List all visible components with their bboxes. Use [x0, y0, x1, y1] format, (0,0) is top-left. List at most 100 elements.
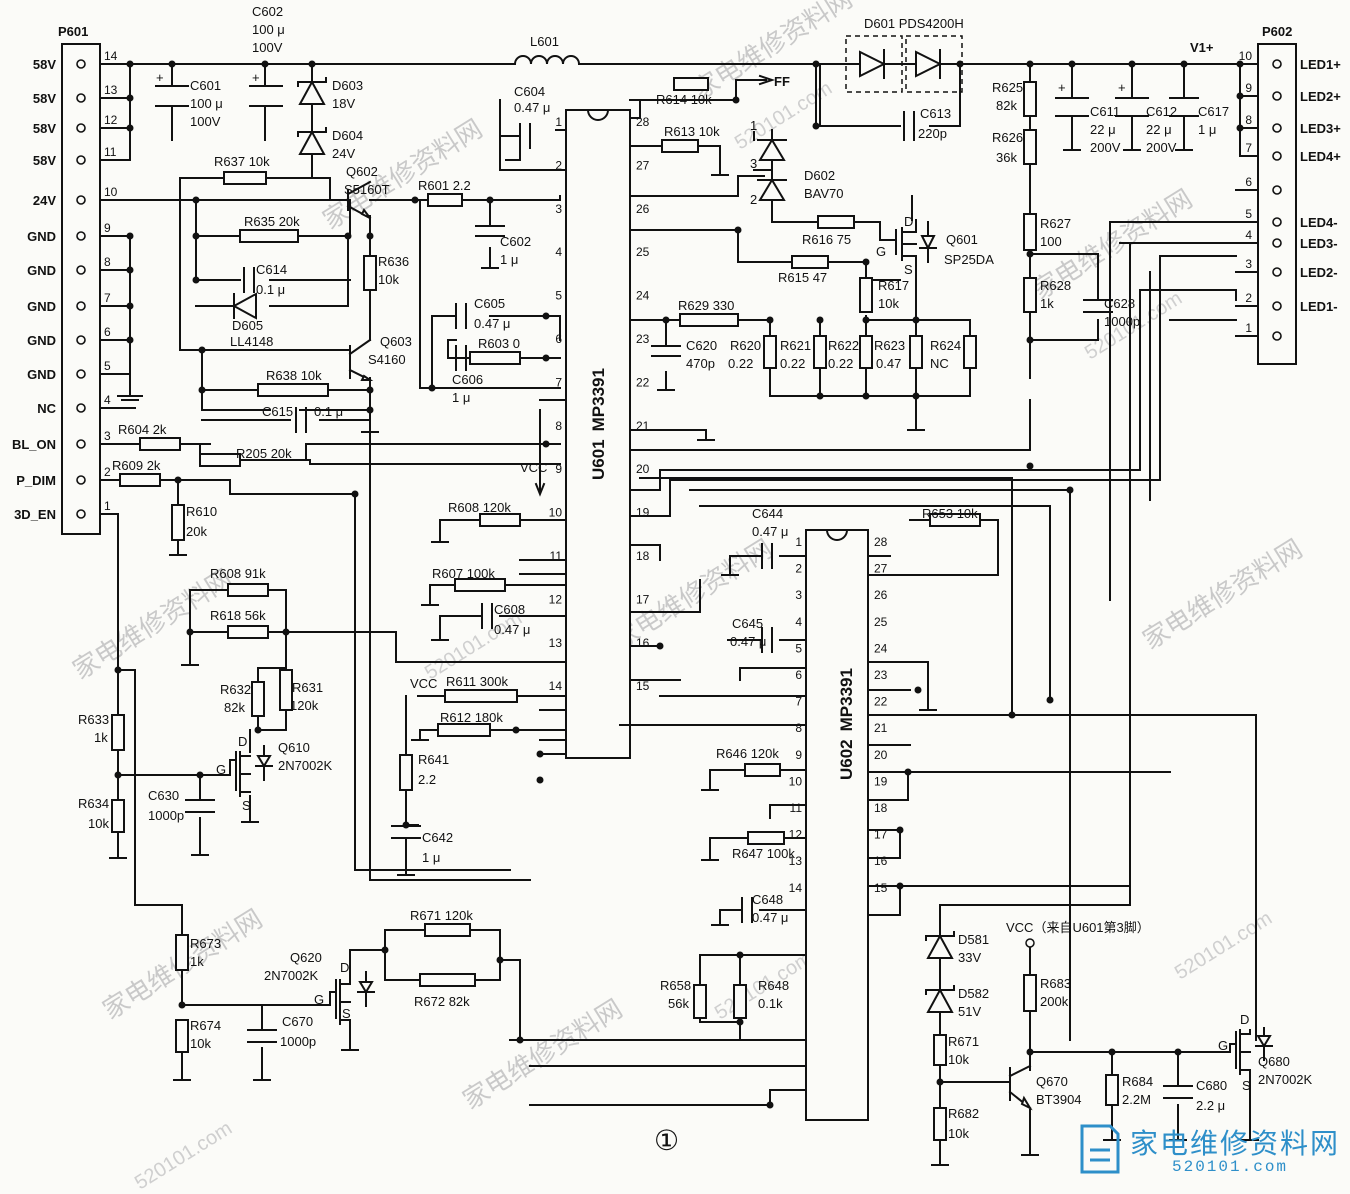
wire-u602-14 [529, 1089, 807, 1106]
wire-u601-21 [629, 289, 1237, 491]
svg-text:0.47 μ: 0.47 μ [752, 524, 788, 539]
connector-body [61, 43, 101, 535]
ic-pin-number: 26 [874, 588, 888, 602]
ic-pin-number: 1 [555, 115, 562, 129]
pin-number: 4 [104, 393, 111, 407]
ic-pin-number: 10 [549, 506, 563, 520]
svg-text:BT3904: BT3904 [1036, 1092, 1082, 1107]
pin-number: 9 [104, 221, 111, 235]
pin-number: 9 [1245, 81, 1252, 95]
capacitor-c648: C648 0.47 μ [741, 892, 788, 925]
junction-dots [114, 60, 1244, 1109]
svg-text:FF: FF [774, 74, 790, 89]
pin-signal: 3D_EN [14, 507, 56, 522]
pin-signal: LED4- [1300, 215, 1338, 230]
svg-text:10k: 10k [378, 272, 399, 287]
svg-text:R620: R620 [730, 338, 761, 353]
svg-text:1 μ: 1 μ [1198, 122, 1216, 137]
wire-bl-on-r604 [179, 443, 561, 461]
pin-number: 10 [1239, 49, 1253, 63]
svg-text:Q602: Q602 [346, 164, 378, 179]
wire-u601-8-9 [519, 559, 567, 575]
wire-c611 [1063, 63, 1081, 151]
resistor-r609: R609 2k [112, 458, 161, 487]
pin-number: 13 [104, 83, 118, 97]
svg-text:D582: D582 [958, 986, 989, 1001]
svg-text:2: 2 [750, 192, 757, 207]
wire-r608b-r618 [189, 589, 287, 633]
watermark-site: 520101.com [1171, 907, 1276, 984]
connector-pin: 1 [1245, 321, 1282, 341]
component-symbols: + C601 100 μ 100V + C602 100 μ 100V D603… [78, 4, 1313, 1141]
svg-text:1 μ: 1 μ [452, 390, 470, 405]
svg-text:+: + [156, 70, 164, 85]
wire-r671-r672 [349, 929, 501, 981]
svg-text:R671: R671 [948, 1034, 979, 1049]
ic-pin-number: 6 [795, 668, 802, 682]
svg-text:0.47 μ: 0.47 μ [474, 316, 510, 331]
resistor-r628: R628 1k [1023, 277, 1071, 313]
svg-text:R683: R683 [1040, 976, 1071, 991]
svg-text:BAV70: BAV70 [804, 186, 844, 201]
svg-text:C670: C670 [282, 1014, 313, 1029]
ic-pin-number: 25 [874, 615, 888, 629]
pin-number: 1 [1245, 321, 1252, 335]
net-label-vcc-u601-pin3: VCC（来自U601第3脚） [1006, 920, 1150, 948]
pin-number: 14 [104, 49, 118, 63]
wire-c630 [191, 774, 209, 856]
ic-pin-number: 16 [874, 854, 888, 868]
capacitor-c617: C617 1 μ [1169, 97, 1229, 137]
svg-text:200V: 200V [1090, 140, 1121, 155]
capacitor-c601: + C601 100 μ 100V [155, 70, 223, 129]
svg-text:R621: R621 [780, 338, 811, 353]
svg-text:C620: C620 [686, 338, 717, 353]
svg-text:10k: 10k [948, 1126, 969, 1141]
svg-text:C602: C602 [252, 4, 283, 19]
svg-text:+: + [1118, 80, 1126, 95]
svg-text:200k: 200k [1040, 994, 1069, 1009]
svg-text:C608: C608 [494, 602, 525, 617]
transistor-q602: Q602 S5160T [329, 164, 390, 220]
wire-u601-23 [629, 429, 715, 441]
wire-led1-2-minus [1169, 289, 1237, 321]
capacitor-c614: C614 0.1 μ [243, 262, 287, 297]
pin-number: 3 [104, 429, 111, 443]
svg-text:0.47 μ: 0.47 μ [730, 634, 766, 649]
wire-r607 [429, 584, 567, 606]
wire-u602-18-17 [867, 829, 901, 859]
logo-mark-icon [1080, 1124, 1120, 1174]
wire-c680 [1169, 1051, 1187, 1141]
wire-u602-4 [739, 667, 807, 681]
svg-text:10k: 10k [88, 816, 109, 831]
ic-pin-number: 25 [636, 245, 650, 259]
wire-c644 [729, 555, 807, 576]
svg-text:G: G [216, 762, 226, 777]
resistor-r638: R638 10k [257, 368, 329, 397]
ic-pin-number: 6 [555, 332, 562, 346]
svg-text:D601 PDS4200H: D601 PDS4200H [864, 16, 964, 31]
net-label-vcc: VCC [410, 676, 437, 691]
ic-pin-number: 17 [874, 828, 888, 842]
ic-pin-number: 21 [874, 721, 888, 735]
resistor-r631: R631 120k [279, 669, 323, 713]
connector-pin: 3D_EN 1 [14, 499, 111, 522]
pin-signal: NC [37, 401, 56, 416]
watermark-text: 家电维修资料网 [687, 0, 857, 105]
pin-signal: LED1+ [1300, 57, 1341, 72]
svg-text:S5160T: S5160T [344, 182, 390, 197]
resistor-r623: R623 0.47 [874, 335, 923, 371]
svg-text:0.22: 0.22 [828, 356, 853, 371]
pin-number: 1 [104, 499, 111, 513]
wire-c605-r603 [431, 315, 561, 389]
watermark-text: 家电维修资料网 [67, 563, 237, 685]
svg-text:22 μ: 22 μ [1146, 122, 1172, 137]
svg-text:C617: C617 [1198, 104, 1229, 119]
svg-text:R611 300k: R611 300k [446, 674, 508, 689]
resistor-r607: R607 100k [432, 566, 506, 592]
